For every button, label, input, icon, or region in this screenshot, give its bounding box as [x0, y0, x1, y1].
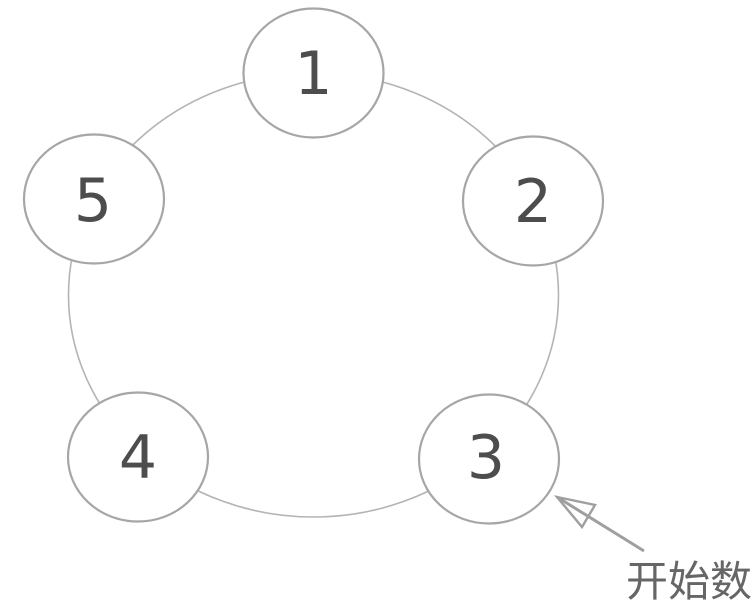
node-circle-4: [66, 391, 210, 523]
node-label-5: 5: [74, 166, 112, 236]
node-3: 3: [417, 393, 561, 525]
node-2: 2: [461, 135, 605, 267]
node-1: 1: [242, 7, 385, 139]
node-label-2: 2: [514, 167, 552, 237]
node-circle-5: [22, 133, 166, 265]
node-label-3: 3: [467, 423, 505, 493]
node-4: 4: [66, 391, 210, 523]
node-5: 5: [22, 133, 166, 265]
node-label-1: 1: [294, 39, 332, 109]
node-circle-2: [461, 135, 605, 267]
node-circle-3: [417, 393, 561, 525]
node-label-4: 4: [119, 423, 157, 493]
node-circle-1: [242, 7, 385, 139]
arrow-shaft: [556, 495, 645, 553]
annotation: 开始数: [553, 495, 751, 603]
annotation-label: 开始数: [626, 557, 751, 603]
